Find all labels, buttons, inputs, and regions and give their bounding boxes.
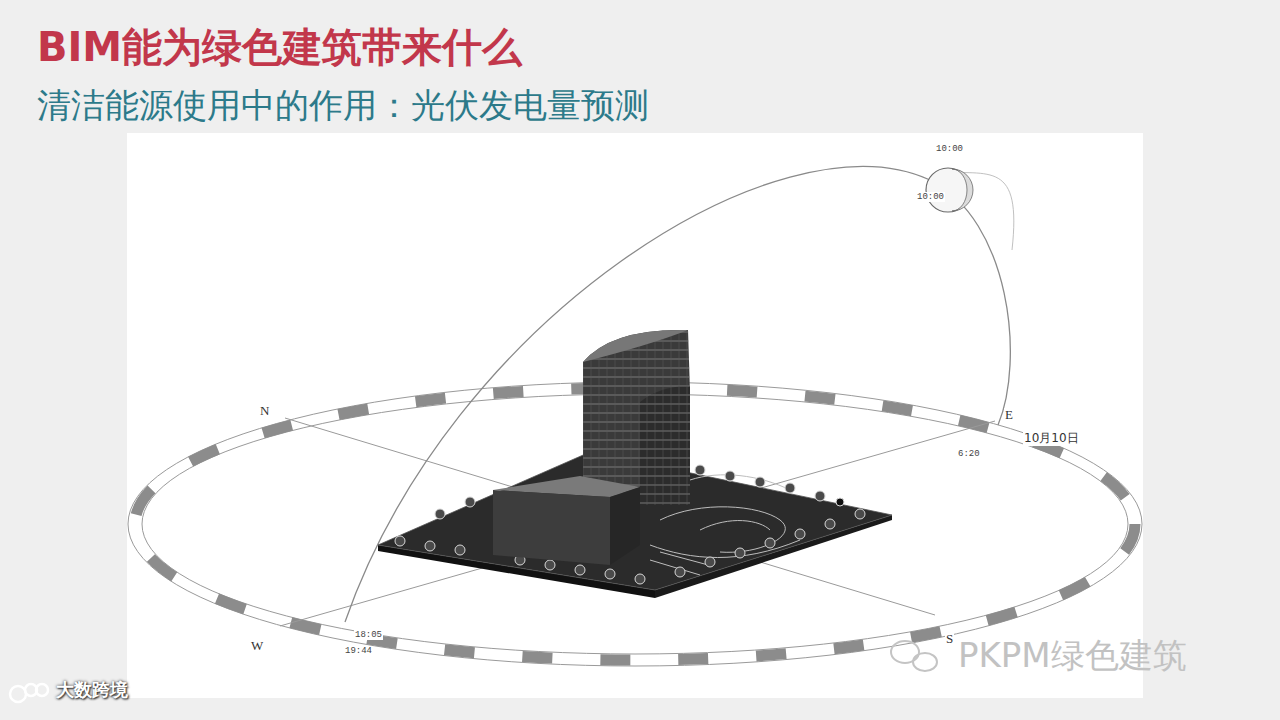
chat-bubble	[913, 653, 937, 671]
garden-path	[690, 475, 790, 490]
wechat-icon	[891, 641, 937, 671]
tower-body	[583, 330, 690, 505]
podium-side	[610, 487, 640, 565]
tree	[765, 538, 775, 548]
slide-title: BIM能为绿色建筑带来什么	[37, 24, 522, 70]
chat-bubble	[891, 641, 919, 663]
tree	[735, 548, 745, 558]
time-label: 10:00	[935, 144, 964, 154]
time-label: 19:44	[344, 646, 373, 656]
logo-ring	[10, 686, 26, 702]
tree	[675, 567, 685, 577]
tree	[635, 574, 645, 584]
tree	[855, 509, 865, 519]
podium-block	[493, 476, 640, 565]
time-label: 6:20	[957, 449, 981, 459]
date-label: 10月10日	[1023, 432, 1080, 446]
watermark: PKPM绿色建筑	[958, 636, 1187, 675]
tower-wing	[640, 386, 690, 505]
tower	[583, 330, 690, 505]
garden-path	[700, 521, 770, 530]
brand-watermark: 大数跨境	[56, 680, 128, 701]
tree	[795, 529, 805, 539]
tree	[605, 569, 615, 579]
compass-label: E	[1004, 408, 1014, 423]
compass-label: N	[259, 404, 270, 419]
tree	[465, 497, 475, 507]
compass-label: W	[250, 639, 264, 654]
tree	[836, 498, 844, 506]
tree	[425, 541, 435, 551]
slide-subtitle: 清洁能源使用中的作用：光伏发电量预测	[37, 86, 649, 125]
tree	[695, 465, 705, 475]
tree	[785, 483, 795, 493]
tower-floors	[583, 330, 690, 505]
time-label: 10:00	[916, 192, 945, 202]
tree	[455, 545, 465, 555]
brand-logo	[10, 684, 48, 702]
sun-path	[345, 166, 1010, 622]
tree	[725, 471, 735, 481]
logo-ring	[36, 684, 48, 696]
tree	[705, 557, 715, 567]
time-label: 18:05	[354, 630, 383, 640]
tree	[435, 509, 445, 519]
tree	[395, 536, 405, 546]
tower-wing-floors	[640, 386, 690, 505]
podium-front	[493, 490, 610, 565]
tree	[575, 565, 585, 575]
compass-label: S	[945, 632, 954, 647]
tree	[755, 477, 765, 487]
tree	[815, 491, 825, 501]
sun-crescent	[952, 169, 973, 211]
garden-path	[660, 507, 785, 552]
tree	[545, 560, 555, 570]
tower-roof	[583, 330, 688, 362]
tree	[825, 519, 835, 529]
